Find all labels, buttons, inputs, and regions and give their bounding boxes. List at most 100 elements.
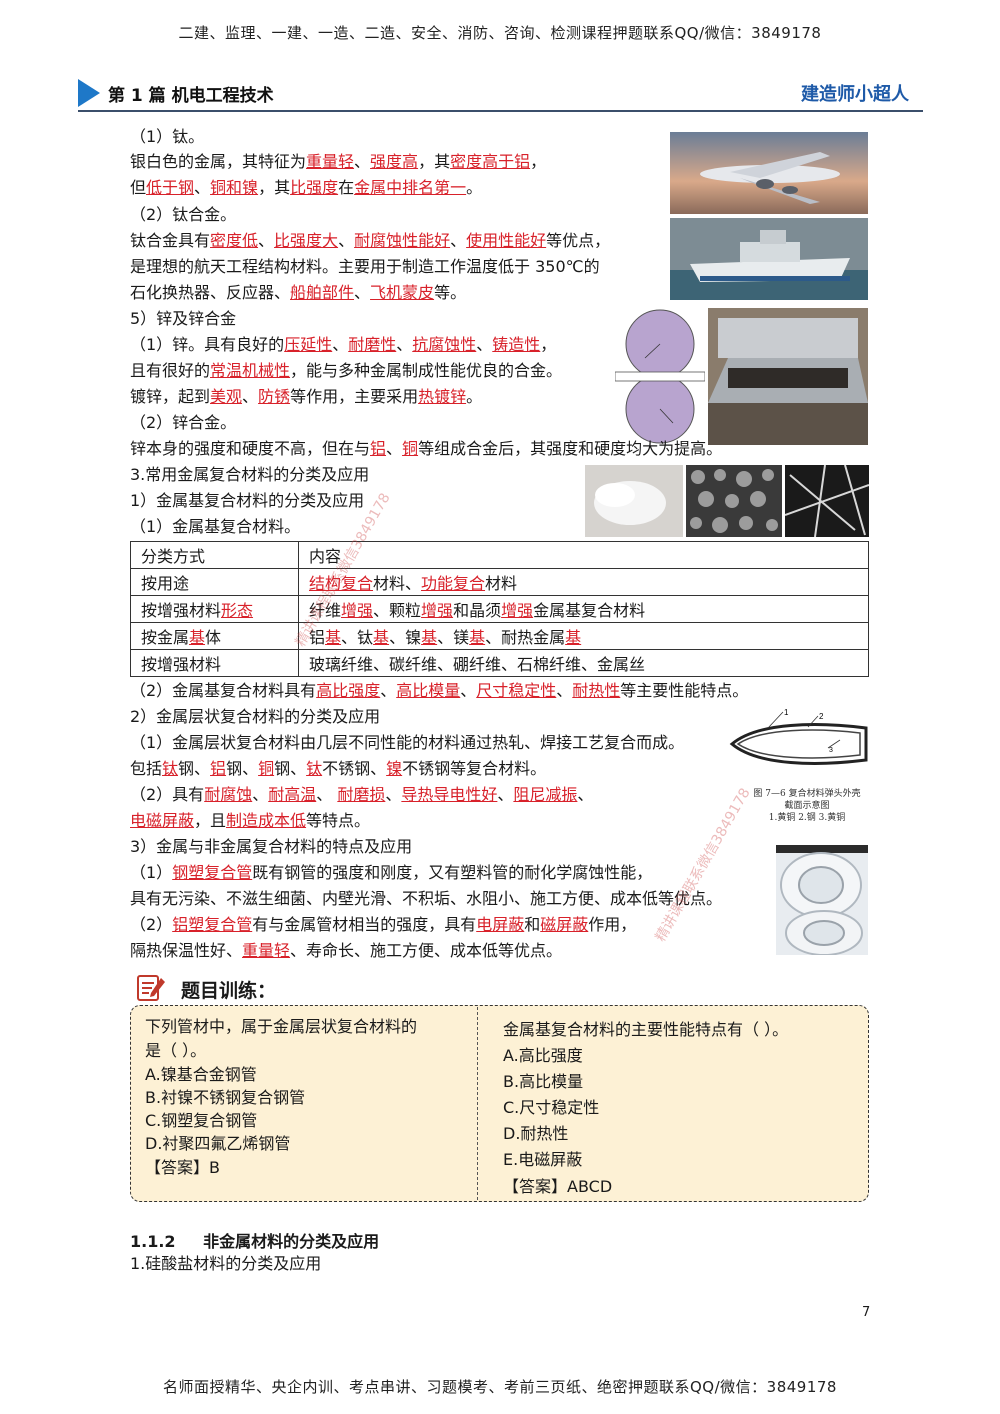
- q2-option-e[interactable]: E.电磁屏蔽: [503, 1150, 583, 1169]
- titanium-heading: （1）钛。: [130, 127, 205, 146]
- key-term: 钛: [306, 759, 323, 778]
- key-term: 钢塑复合管: [172, 863, 253, 882]
- figure-caption: 图 7—6 复合材料弹头外壳 截面示意图 1.黄铜 2.钢 3.黄铜: [742, 788, 872, 824]
- text: 、: [332, 335, 349, 354]
- key-term: 导热导电性好: [401, 785, 498, 804]
- key-term: 使用性能好: [466, 231, 547, 250]
- q1-stem-line-1: 下列管材中，属于金属层状复合材料的: [145, 1017, 418, 1036]
- layered-line-3: （2）具有耐腐蚀、耐高温、 耐磨损、导热导电性好、阻尼减振、: [130, 785, 593, 805]
- text: 等特点。: [306, 811, 371, 830]
- svg-text:1: 1: [784, 708, 789, 717]
- composite-heading: 3.常用金属复合材料的分类及应用: [130, 465, 370, 484]
- q1-stem-line-2: 是（ ）。: [145, 1041, 207, 1060]
- whisker-micrograph: [785, 465, 869, 537]
- figure-caption-subtitle: 截面示意图: [784, 801, 830, 811]
- text: ，: [540, 335, 557, 354]
- q2-option-b[interactable]: B.高比模量: [503, 1072, 584, 1091]
- text: 作用，: [588, 915, 637, 934]
- key-term: 尺寸稳定性: [476, 681, 557, 700]
- text: 、: [354, 283, 371, 302]
- text: 钢、: [178, 759, 211, 778]
- q2-option-a[interactable]: A.高比强度: [503, 1046, 583, 1065]
- table-header-row: 分类方式 内容: [130, 541, 869, 569]
- key-term: 船舶部件: [290, 283, 355, 302]
- text: 、: [316, 785, 338, 804]
- text: 等。: [434, 283, 467, 302]
- q1-option-c[interactable]: C.钢塑复合钢管: [145, 1111, 258, 1130]
- table-row: 按增强材料形态 纤维增强、颗粒增强和晶须增强金属基复合材料: [130, 595, 869, 623]
- q2-option-c[interactable]: C.尺寸稳定性: [503, 1098, 600, 1117]
- text: ，其: [418, 152, 451, 171]
- fiber-photo: [585, 465, 683, 537]
- figure-caption-legend: 1.黄铜 2.钢 3.黄铜: [768, 813, 846, 823]
- text: 镀锌，起到: [130, 387, 211, 406]
- text: 且有很好的: [130, 361, 211, 380]
- text: 、钛: [341, 628, 374, 647]
- text: 钛合金具有: [130, 231, 211, 250]
- chapter-title: 第 1 篇 机电工程技术: [108, 86, 274, 106]
- key-term: 结构复合: [309, 574, 374, 593]
- text: 、: [577, 785, 594, 804]
- text: 材料、: [373, 574, 422, 593]
- duct-photo: [708, 308, 868, 445]
- key-term: 耐腐蚀性能好: [354, 231, 451, 250]
- key-term: 镍: [386, 759, 403, 778]
- key-term: 基: [189, 628, 206, 647]
- key-term: 铜和镍: [210, 178, 259, 197]
- text: 不锈钢等复合材料。: [402, 759, 547, 778]
- key-term: 美观: [210, 387, 243, 406]
- text: 但: [130, 178, 147, 197]
- text: 、耐热金属: [485, 628, 566, 647]
- q1-option-d[interactable]: D.衬聚四氟乙烯钢管: [145, 1134, 291, 1153]
- key-term: 增强: [341, 601, 374, 620]
- table-header-cell: 分类方式: [130, 541, 299, 569]
- section-number: 1.1.2: [130, 1232, 176, 1251]
- page-number: 7: [862, 1305, 871, 1320]
- key-term: 飞机蒙皮: [370, 283, 435, 302]
- chapter-title-bar: 第 1 篇 机电工程技术 建造师小超人: [78, 78, 923, 112]
- text: 和: [524, 915, 541, 934]
- text: 按金属: [141, 628, 190, 647]
- key-term: 金属中排名第一: [354, 178, 467, 197]
- airplane-photo: [670, 132, 868, 214]
- text: （2）: [130, 915, 173, 934]
- text: 、: [258, 231, 275, 250]
- key-term: 比强度大: [274, 231, 339, 250]
- key-term: 基: [325, 628, 342, 647]
- q2-option-d[interactable]: D.耐热性: [503, 1124, 569, 1143]
- table-cell: 按用途: [130, 568, 299, 596]
- text: 在: [338, 178, 355, 197]
- text: 按增强材料: [141, 601, 222, 620]
- key-term: 基: [421, 628, 438, 647]
- layered-line-4: 电磁屏蔽，且制造成本低等特点。: [130, 811, 370, 831]
- notepad-icon: [137, 975, 165, 1001]
- text: 包括: [130, 759, 163, 778]
- metal-nonmetal-heading: 3）金属与非金属复合材料的特点及应用: [130, 837, 413, 856]
- pipe-line-4: 隔热保温性好、重量轻、寿命长、施工方便、成本低等优点。: [130, 941, 562, 961]
- text: 、: [497, 785, 514, 804]
- table-row: 按增强材料 玻璃纤维、碳纤维、硼纤维、石棉纤维、金属丝: [130, 649, 869, 677]
- layered-line-1: （1）金属层状复合材料由几层不同性能的材料通过热轧、焊接工艺复合而成。: [130, 733, 685, 752]
- text: 、: [380, 681, 397, 700]
- text: 。: [466, 387, 483, 406]
- text: 、: [385, 785, 402, 804]
- text: ，其: [258, 178, 291, 197]
- text: ，: [530, 152, 547, 171]
- text: 、: [354, 152, 371, 171]
- table-cell: 铝基、钛基、镍基、镁基、耐热金属基: [298, 622, 869, 650]
- q1-option-a[interactable]: A.镍基合金钢管: [145, 1065, 257, 1084]
- text: 、: [556, 681, 573, 700]
- text: 、: [450, 231, 467, 250]
- text: 、: [386, 439, 403, 458]
- zinc-line-2: 且有很好的常温机械性，能与多种金属制成性能优良的合金。: [130, 361, 562, 381]
- key-term: 阻尼减振: [513, 785, 578, 804]
- key-term: 耐热性: [572, 681, 621, 700]
- text: 金属基复合材料: [533, 601, 646, 620]
- q1-option-b[interactable]: B.衬镍不锈钢复合钢管: [145, 1088, 306, 1107]
- text: 、: [194, 178, 211, 197]
- rolling-diagram: [615, 308, 705, 445]
- key-term: 增强: [501, 601, 534, 620]
- text: 石化换热器、反应器、: [130, 283, 291, 302]
- particle-micrograph: [686, 465, 782, 537]
- key-term: 基: [565, 628, 582, 647]
